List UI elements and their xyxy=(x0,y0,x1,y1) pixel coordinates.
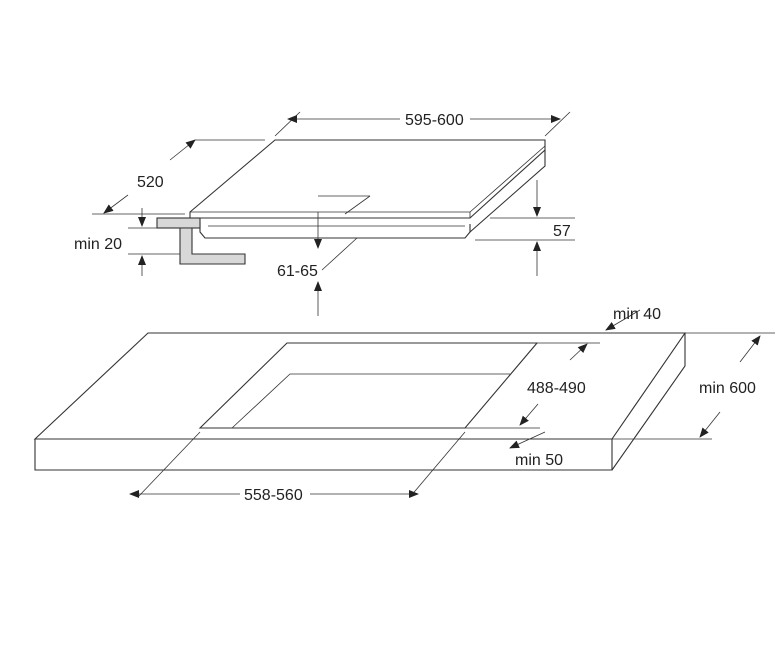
label-min-50: min 50 xyxy=(515,452,563,469)
dim-cutout-depth: 488-490 xyxy=(465,342,600,429)
label-558-560: 558-560 xyxy=(244,487,303,504)
dim-min-clearance: min 20 xyxy=(74,208,180,276)
hob-housing xyxy=(199,222,471,239)
label-488-490: 488-490 xyxy=(527,380,586,397)
dim-cutout-depth-hob: 61-65 xyxy=(277,195,371,316)
dim-min-back: min 40 xyxy=(605,306,661,331)
label-min-40: min 40 xyxy=(613,306,661,323)
hob-drawing xyxy=(189,139,546,239)
worktop-section xyxy=(156,217,246,265)
label-595-600: 595-600 xyxy=(405,112,464,129)
label-min-600: min 600 xyxy=(699,380,756,397)
worktop-side-face xyxy=(611,333,686,471)
worktop-front-face xyxy=(34,439,613,471)
dim-depth-hob: 520 xyxy=(92,139,265,215)
worktop-drawing xyxy=(33,332,687,471)
hob-glass-top xyxy=(189,139,546,219)
dim-height-hob: 57 xyxy=(475,180,575,276)
worktop-cutout-inner xyxy=(231,373,510,429)
dim-min-front: min 50 xyxy=(509,431,563,469)
worktop-edge xyxy=(156,217,201,229)
hob-housing-side xyxy=(469,150,546,233)
worktop-top-face xyxy=(33,332,687,440)
label-57: 57 xyxy=(553,223,571,240)
dim-min-depth: min 600 xyxy=(612,332,775,440)
label-min-20: min 20 xyxy=(74,236,122,253)
label-61-65: 61-65 xyxy=(277,263,318,280)
label-520: 520 xyxy=(137,174,164,191)
worktop-cutout xyxy=(198,342,539,429)
mounting-bracket xyxy=(179,227,246,265)
dim-width-hob: 595-600 xyxy=(274,111,571,137)
dim-cutout-width: 558-560 xyxy=(129,431,466,504)
